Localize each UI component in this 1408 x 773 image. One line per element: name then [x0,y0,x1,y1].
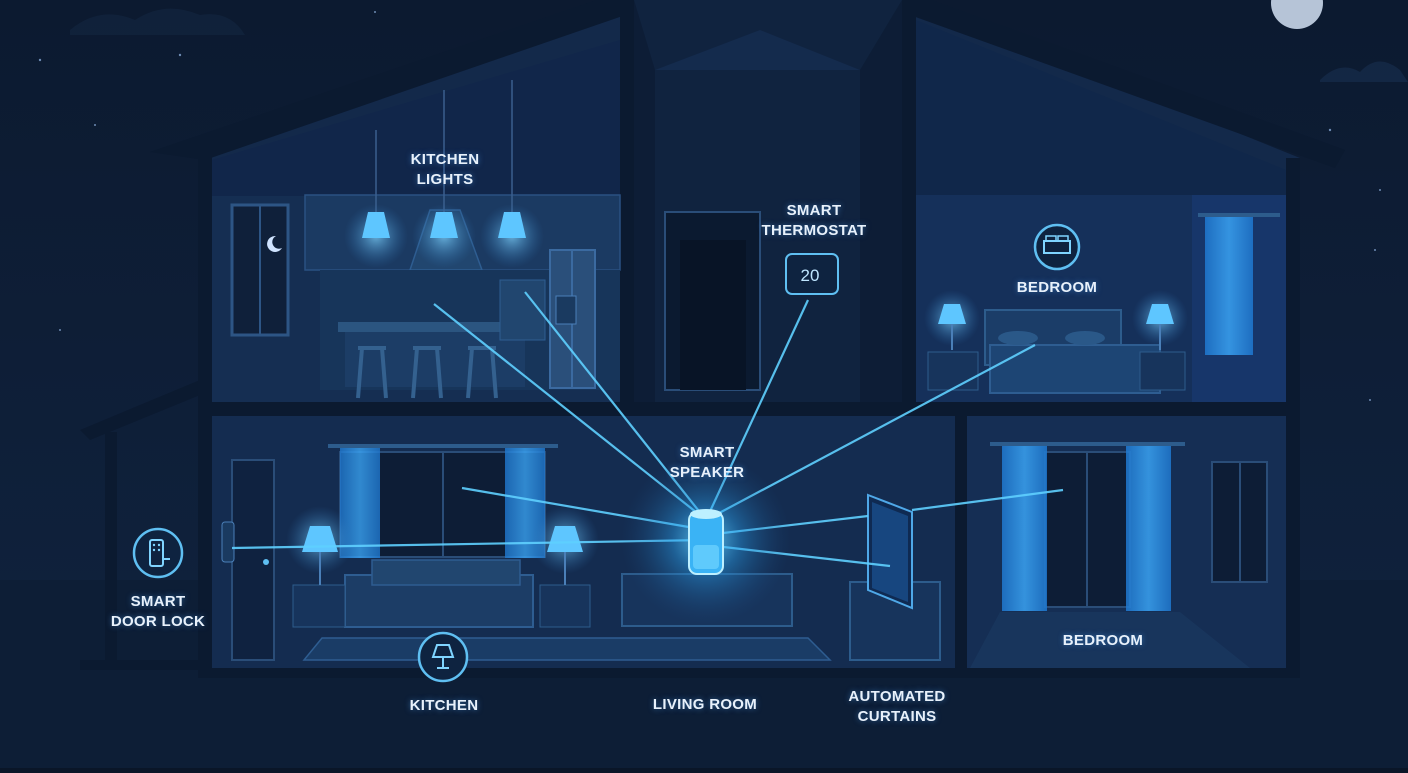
smart-speaker-device [621,455,791,625]
label-line: LIGHTS [416,171,474,188]
kitchen-room [212,40,621,402]
bedroom-lower [967,416,1286,668]
label-bedroom-upper: BEDROOM [1016,279,1098,296]
label-kitchen: KITCHEN [409,697,479,714]
label-line: SMART [786,202,842,219]
pendant-lights [344,80,544,268]
label-line: AUTOMATED [848,688,946,705]
label-line: KITCHEN [410,151,480,168]
stars [38,11,1381,401]
label-bedroom-lower: BEDROOM [1062,632,1144,649]
lamp-icon [417,631,469,683]
moon-icon [267,235,282,252]
living-room [212,416,955,668]
smart-thermostat-device: 20 [785,253,839,295]
label-line: DOOR LOCK [110,613,206,630]
hallway [634,0,902,402]
label-smart-door-lock: SMART DOOR LOCK [103,592,213,632]
label-smart-speaker: SMART SPEAKER [662,443,752,483]
keypad-lock-icon [132,527,184,579]
label-smart-thermostat: SMART THERMOSTAT [752,201,876,241]
cloud [1320,61,1408,82]
bar-stools [356,346,498,399]
moon [1271,0,1323,29]
bedroom-upper [916,20,1286,402]
bed-icon [1033,223,1081,271]
label-line: CURTAINS [857,708,937,725]
label-automated-curtains: AUTOMATED CURTAINS [836,687,958,727]
label-line: THERMOSTAT [761,222,867,239]
cloud [70,8,245,35]
thermostat-temp: 20 [801,266,820,285]
label-line: SPEAKER [669,464,745,481]
label-line: SMART [679,444,735,461]
label-living-room: LIVING ROOM [652,696,758,713]
label-line: SMART [130,593,186,610]
label-kitchen-lights: KITCHEN LIGHTS [395,150,495,190]
